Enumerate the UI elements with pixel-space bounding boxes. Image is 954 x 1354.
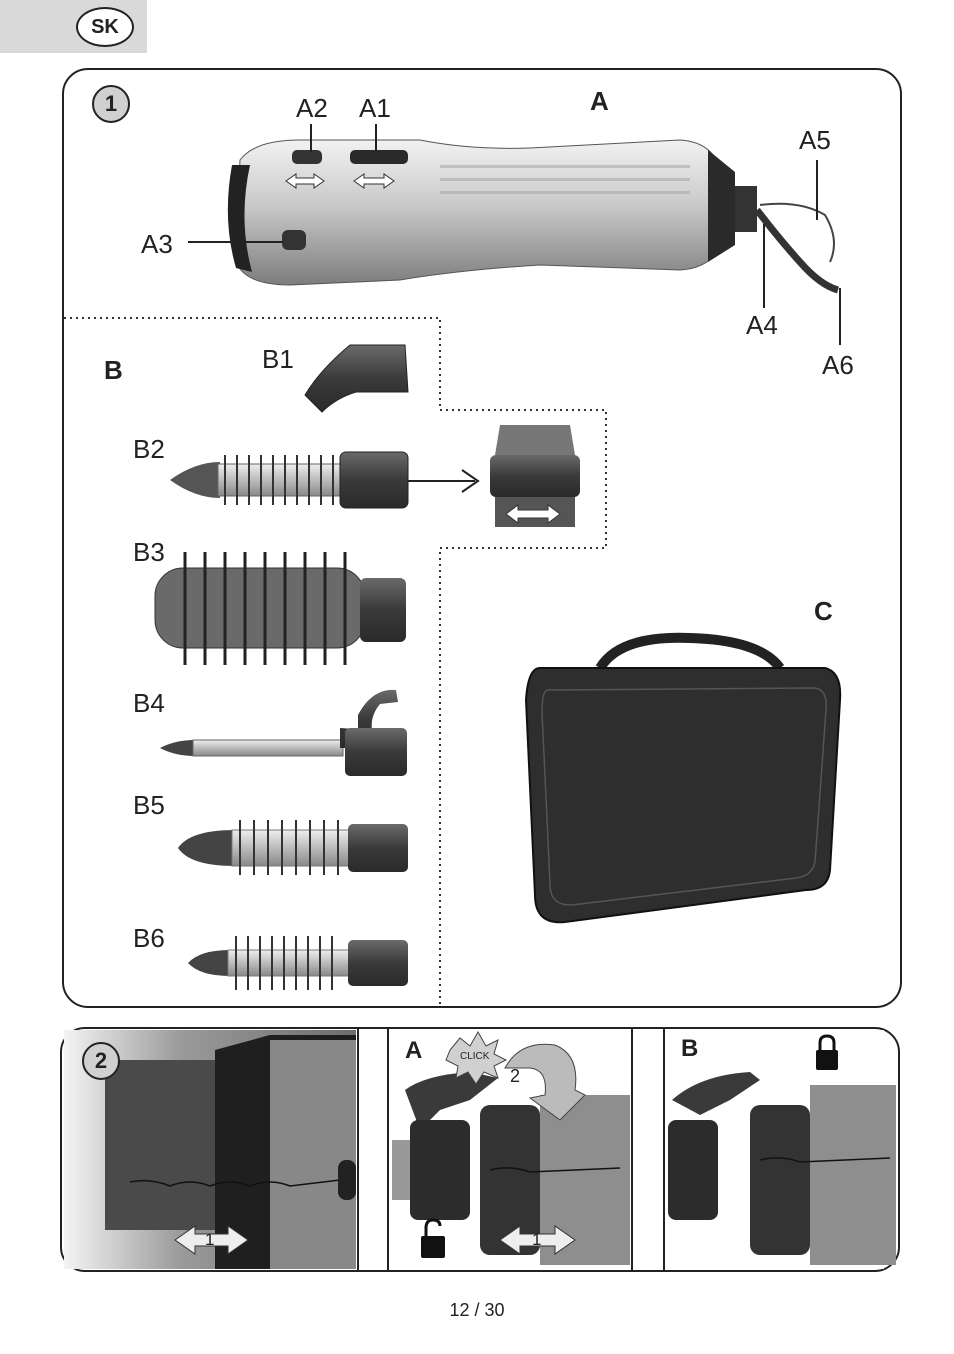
figure-2a-locking — [390, 1030, 630, 1269]
label-b4: B4 — [133, 688, 165, 718]
label-b1: B1 — [262, 344, 294, 374]
b3-large-round-brush — [154, 552, 406, 665]
figure-1-panel — [62, 68, 902, 1008]
locked-padlock-icon — [816, 1034, 838, 1070]
section-dividers — [64, 317, 607, 1004]
label-a4: A4 — [746, 310, 778, 340]
step-rotate-number: 2 — [510, 1066, 521, 1086]
label-a3: A3 — [141, 229, 173, 259]
panel-b-heading: B — [681, 1035, 699, 1062]
b5-round-brush — [178, 820, 408, 875]
label-b2: B2 — [133, 434, 165, 464]
label-a2: A2 — [296, 93, 328, 123]
b2-round-brush — [170, 451, 480, 509]
unlocked-padlock-icon — [421, 1218, 445, 1258]
b6-round-brush — [188, 936, 408, 990]
hair-styler-body — [227, 139, 840, 294]
label-b6: B6 — [133, 923, 165, 953]
figure-2-number: 2 — [82, 1042, 120, 1080]
b2-locking-ring-detail — [490, 425, 580, 527]
label-b5: B5 — [133, 790, 165, 820]
b4-curling-tong — [160, 689, 407, 776]
language-badge: SK — [76, 7, 134, 47]
section-b-heading: B — [104, 355, 123, 385]
c-storage-bag — [524, 632, 842, 924]
label-b3: B3 — [133, 537, 165, 567]
label-a6: A6 — [822, 350, 854, 380]
page-number: 12 / 30 — [449, 1300, 505, 1320]
step-slide-number-a: 1 — [532, 1230, 542, 1249]
step-slide-number: 1 — [205, 1230, 215, 1249]
label-a1: A1 — [359, 93, 391, 123]
figure-1-number: 1 — [92, 85, 130, 123]
section-a-heading: A — [590, 86, 609, 116]
label-a5: A5 — [799, 125, 831, 155]
click-label: CLICK — [460, 1051, 490, 1062]
section-c-heading: C — [814, 596, 833, 626]
b1-concentrator-nozzle — [304, 344, 409, 413]
label-leaders-a — [188, 124, 841, 345]
figure-2b-locked — [666, 1030, 896, 1269]
figure-2-ring-closeup — [64, 1030, 356, 1269]
panel-a-heading: A — [405, 1037, 423, 1064]
figure-2-panel-border — [60, 1027, 900, 1272]
